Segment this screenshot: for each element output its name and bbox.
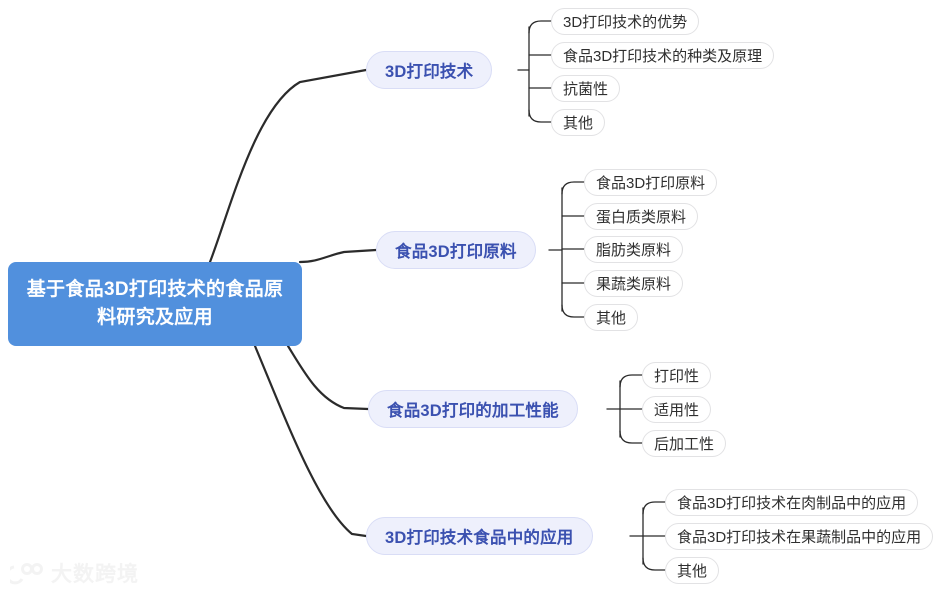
leaf-node[interactable]: 适用性 — [642, 396, 712, 423]
leaf-node[interactable]: 打印性 — [642, 362, 712, 389]
leaf-node[interactable]: 食品3D打印技术的种类及原理 — [551, 42, 775, 69]
branch-node-processing-performance[interactable]: 食品3D打印的加工性能 — [368, 390, 578, 428]
watermark: 大数跨境 — [10, 558, 139, 588]
leaf-node[interactable]: 食品3D打印技术在肉制品中的应用 — [665, 489, 919, 516]
edge-branch-2-elbow-5 — [561, 304, 585, 318]
leaf-node[interactable]: 后加工性 — [642, 430, 727, 457]
leaf-node[interactable]: 果蔬类原料 — [584, 270, 684, 297]
leaf-node[interactable]: 脂肪类原料 — [584, 236, 684, 263]
logo-icon — [10, 563, 43, 585]
branch-node-food-3d-printing-materials[interactable]: 食品3D打印原料 — [376, 231, 536, 269]
edge-branch-1-elbow-1 — [528, 20, 552, 34]
edge-root-branch-1 — [208, 68, 368, 264]
leaf-node[interactable]: 其他 — [665, 557, 720, 584]
leaf-node[interactable]: 蛋白质类原料 — [584, 203, 699, 230]
leaf-node[interactable]: 其他 — [551, 109, 606, 136]
leaf-node[interactable]: 食品3D打印原料 — [584, 169, 718, 196]
edge-branch-1-elbow-4 — [528, 109, 552, 123]
edge-branch-3-elbow-1 — [619, 374, 643, 388]
leaf-node[interactable]: 食品3D打印技术在果蔬制品中的应用 — [665, 523, 934, 550]
edge-branch-2-elbow-1 — [561, 181, 585, 195]
edge-root-branch-2 — [298, 248, 378, 264]
edge-root-branch-4 — [253, 344, 368, 538]
branch-node-applications-in-food[interactable]: 3D打印技术食品中的应用 — [366, 517, 593, 555]
leaf-node[interactable]: 3D打印技术的优势 — [551, 8, 700, 35]
root-node[interactable]: 基于食品3D打印技术的食品原料研究及应用 — [8, 262, 302, 346]
edge-branch-3-elbow-3 — [619, 430, 643, 444]
watermark-text: 大数跨境 — [51, 563, 139, 586]
edge-root-branch-3 — [286, 344, 370, 411]
leaf-node[interactable]: 抗菌性 — [551, 75, 621, 102]
leaf-node[interactable]: 其他 — [584, 304, 639, 331]
edge-branch-4-elbow-3 — [642, 557, 666, 571]
edge-branch-4-elbow-1 — [642, 501, 666, 515]
branch-node-3d-printing-technology[interactable]: 3D打印技术 — [366, 51, 493, 89]
